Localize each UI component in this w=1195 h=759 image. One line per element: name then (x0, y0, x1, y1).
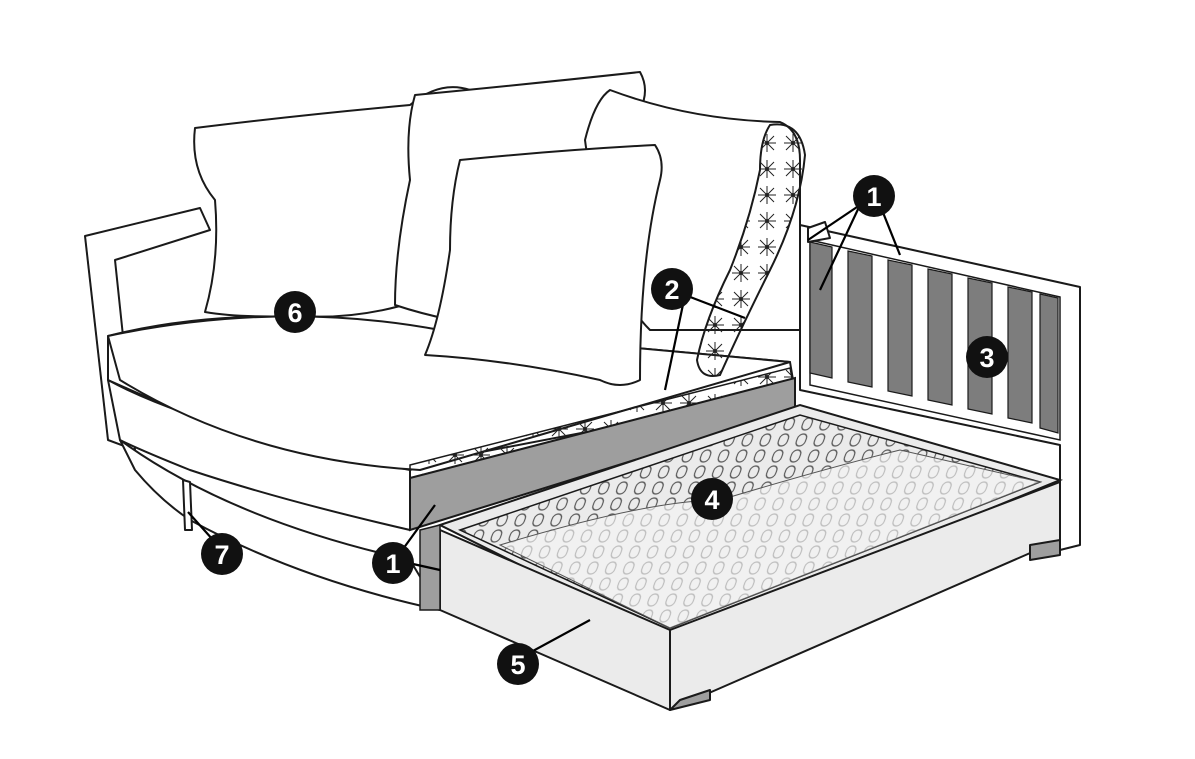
callout-badge-3: 3 (966, 336, 1008, 378)
callout-badge-5: 5 (497, 643, 539, 685)
callout-badge-4: 4 (691, 478, 733, 520)
svg-text:4: 4 (704, 485, 719, 515)
svg-text:7: 7 (214, 540, 229, 570)
bolster-floral (695, 123, 807, 377)
svg-text:2: 2 (664, 275, 679, 305)
svg-text:5: 5 (510, 650, 525, 680)
svg-text:1: 1 (385, 549, 400, 579)
callout-badge-1a: 1 (853, 175, 895, 217)
svg-text:3: 3 (979, 343, 994, 373)
svg-text:1: 1 (866, 182, 881, 212)
callout-badge-2: 2 (651, 268, 693, 310)
pillow-front (424, 144, 663, 386)
callout-badge-7: 7 (201, 533, 243, 575)
pullout-tray (419, 403, 1064, 711)
slat-headboard (799, 221, 1081, 551)
callout-badge-1b: 1 (372, 542, 414, 584)
svg-text:6: 6 (287, 298, 302, 328)
slats (809, 241, 1059, 434)
callout-badge-6: 6 (274, 291, 316, 333)
sofa-leg (182, 479, 193, 531)
pillows (193, 71, 807, 386)
